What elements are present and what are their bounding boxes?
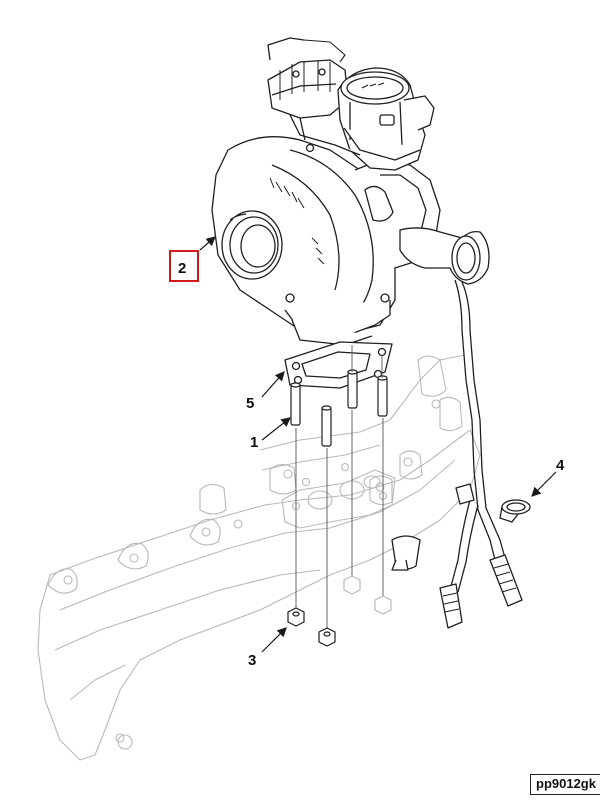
callout-2-highlight [169, 250, 199, 282]
gasket [284, 341, 393, 389]
turbocharger [211, 37, 490, 346]
callout-2: 2 [178, 260, 186, 277]
leader-2 [199, 236, 216, 251]
alignment-lines [295, 345, 384, 632]
exhaust-manifold [37, 354, 481, 761]
leader-5 [261, 371, 285, 398]
leader-3 [261, 627, 287, 653]
callout-1: 1 [250, 434, 258, 451]
callout-leaders [199, 236, 557, 653]
leader-1 [261, 417, 291, 441]
callout-3: 3 [248, 652, 256, 669]
figure-reference-code: pp9012gk [530, 774, 600, 795]
wiring-harness [391, 279, 531, 629]
studs [290, 369, 388, 447]
callout-4: 4 [556, 457, 565, 474]
callout-5: 5 [246, 395, 254, 412]
nuts [287, 575, 392, 647]
leader-4 [531, 471, 557, 497]
